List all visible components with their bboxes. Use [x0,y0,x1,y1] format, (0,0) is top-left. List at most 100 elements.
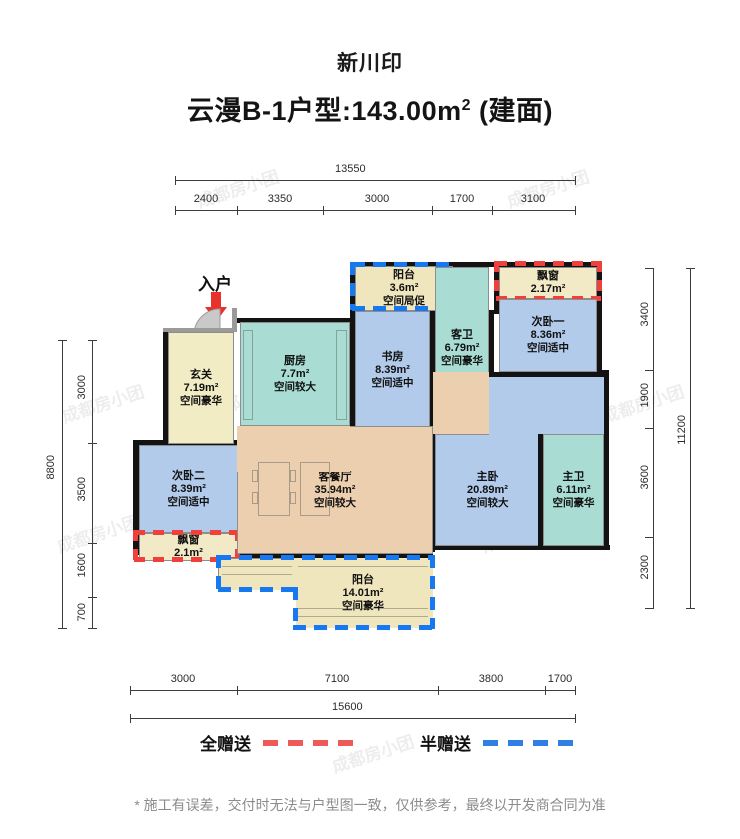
dining-chair [252,492,258,504]
dim-right-seg-3: 2300 [639,555,651,580]
room-name: 主卧 [476,470,499,483]
room-name: 厨房 [284,354,306,367]
dim-top-total: 13550 [335,163,366,175]
watermark: 成都房小团 [504,167,592,212]
page-title: 云漫B-1户型:143.00m2 (建面) [0,89,740,128]
room-bedroom-2[interactable]: 次卧二 8.39m² 空间适中 [139,445,238,533]
plan-title-main: 云漫B-1户型:143.00m [187,96,462,126]
watermark: 成都房小团 [194,167,282,212]
legend-half-gift-label: 半赠送 [420,735,471,754]
room-area: 3.6m² [389,282,419,295]
room-comment: 空间豪华 [552,496,595,509]
balcony-notch [218,590,296,630]
room-study[interactable]: 书房 8.39m² 空间适中 [355,311,430,429]
room-comment: 空间较大 [314,496,356,509]
dim-top-seg-2: 3000 [364,193,390,205]
dim-bottom-seg-1: 7100 [324,673,350,685]
dim-right-seg-2: 3600 [639,465,651,490]
disclaimer-note: * 施工有误差，交付时无法与户型图一致，仅供参考，最终以开发商合同为准 [134,797,606,813]
plan-title-tail: (建面) [471,96,553,126]
room-comment: 空间适中 [527,342,569,355]
room-master-bedroom-upper [489,377,604,435]
wall [538,434,543,546]
room-area: 7.7m² [280,367,310,380]
room-comment: 空间适中 [167,495,210,508]
room-entry-hall[interactable]: 玄关 7.19m² 空间豪华 [168,332,234,444]
project-name: 新川印 [337,52,403,75]
half-gift-marker [350,262,355,310]
room-area: 8.39m² [375,363,410,376]
room-area: 35.94m² [314,483,356,496]
half-gift-marker [430,555,435,629]
full-gift-marker [134,530,240,535]
room-comment: 空间局促 [383,295,425,308]
full-gift-marker [496,261,601,266]
room-bedroom-1[interactable]: 次卧一 8.36m² 空间适中 [499,299,597,372]
half-gift-marker [293,625,433,630]
dim-left-seg-3: 700 [76,603,88,622]
bay-window-northeast[interactable]: 飘窗 2.17m² [499,267,597,299]
sofa [300,462,330,516]
half-gift-marker [216,555,221,591]
wall [163,328,235,332]
room-comment: 空间豪华 [180,394,222,407]
dim-right-seg-0: 3400 [639,302,651,327]
dining-chair [252,470,258,482]
header: 新川印 云漫B-1户型:143.00m2 (建面) [0,0,740,128]
wall [597,262,602,374]
dim-right-total: 11200 [676,415,688,445]
room-area: 2.17m² [530,283,566,295]
room-name: 飘窗 [177,534,200,547]
railing-line [222,574,292,575]
dining-chair [290,492,296,504]
room-name: 阳台 [352,573,374,586]
kitchen-counter [243,330,253,420]
room-balcony-south-label: 阳台 14.01m² 空间豪华 [293,558,433,628]
entry-label: 入户 [198,275,232,294]
room-area: 6.79m² [444,341,480,354]
room-area: 20.89m² [467,483,508,496]
room-comment: 空间适中 [371,376,414,389]
room-living-extension [237,426,350,472]
wall [453,262,498,267]
wall [430,545,610,550]
wall [604,370,609,550]
room-area: 14.01m² [342,586,384,599]
wall [237,318,352,323]
dim-top-seg-3: 1700 [449,193,475,205]
dim-bottom-seg-0: 3000 [170,673,196,685]
dim-right-seg-1: 1900 [639,383,651,408]
railing-line [222,566,292,567]
dim-bottom-seg-2: 3800 [478,673,504,685]
wall [350,310,355,432]
wall [232,308,237,332]
room-area: 7.19m² [183,381,219,394]
room-name: 客餐厅 [318,470,352,483]
room-name: 阳台 [393,269,415,282]
watermark: 成都房小团 [54,512,142,557]
railing-line [298,608,428,609]
room-master-bedroom[interactable]: 主卧 20.89m² 空间较大 [435,434,540,546]
half-gift-marker [293,587,298,629]
room-master-bath[interactable]: 主卫 6.11m² 空间豪华 [543,434,604,546]
legend-half-gift: 半赠送 [420,730,575,755]
room-comment: 空间较大 [274,380,316,393]
wall [133,440,139,555]
full-gift-marker [496,296,601,301]
full-gift-marker [133,530,138,560]
wall [430,310,435,432]
room-comment: 空间豪华 [342,599,384,612]
railing-line [298,616,428,617]
room-name: 书房 [381,350,404,363]
full-gift-marker [134,557,240,562]
room-kitchen[interactable]: 厨房 7.7m² 空间较大 [240,322,350,426]
room-area: 6.11m² [556,483,591,496]
legend-full-gift: 全赠送 [200,730,355,755]
railing-line [298,566,428,567]
dining-table [258,462,290,516]
wall [489,372,604,377]
dim-left-seg-0: 3000 [76,375,88,400]
legend-full-gift-swatch [263,739,355,746]
room-name: 次卧二 [172,469,205,482]
